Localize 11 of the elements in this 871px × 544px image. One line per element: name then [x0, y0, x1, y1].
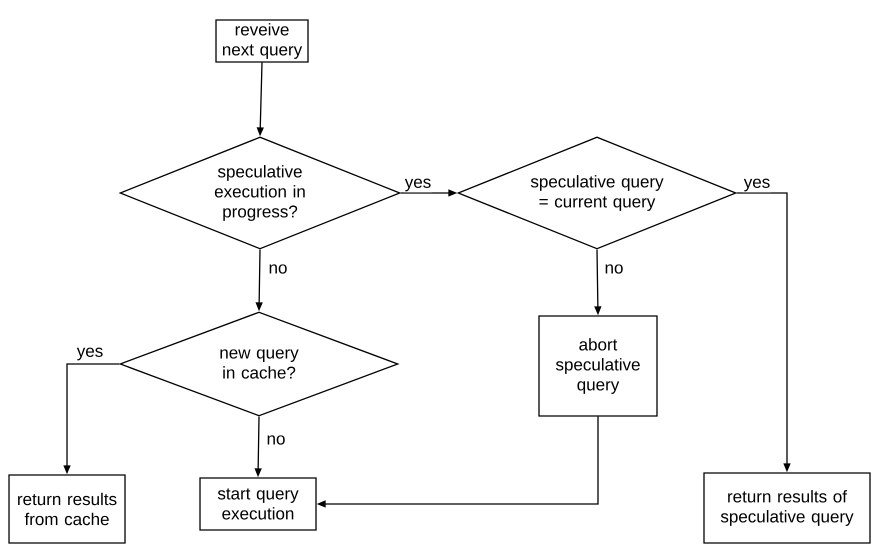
edge-label: yes [76, 346, 104, 362]
edge-label: yes [404, 178, 432, 192]
edge-label: no [604, 263, 624, 275]
process-box: return results from cache [8, 474, 126, 544]
process-box: start query execution [199, 477, 317, 531]
edge-label: no [266, 434, 286, 446]
edge-label: no [268, 263, 288, 275]
process-box: reveive next query [215, 19, 309, 63]
edge-label: yes [742, 178, 772, 192]
process-box: return results of speculative query [703, 472, 871, 544]
process-box: abort speculative query [538, 315, 658, 417]
